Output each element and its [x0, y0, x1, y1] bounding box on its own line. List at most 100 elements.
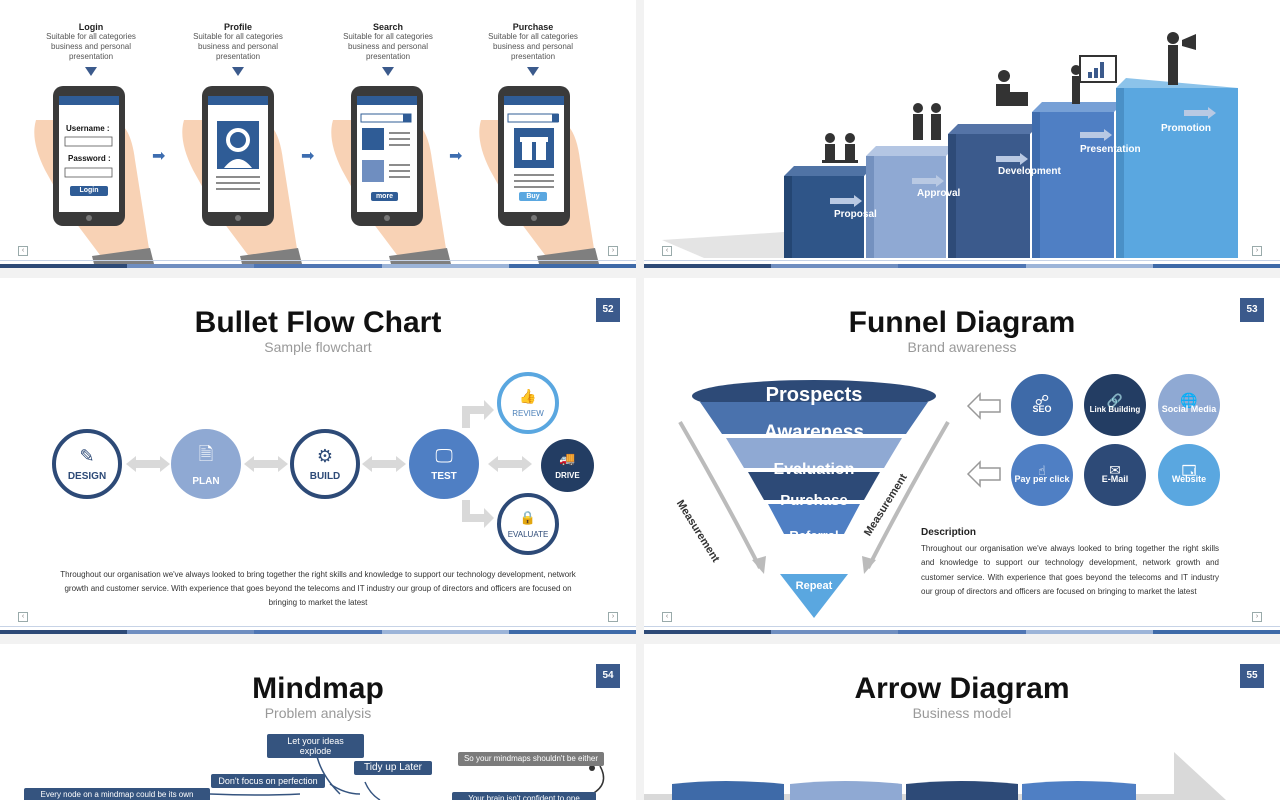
- step-desc-line: business and personal: [492, 42, 574, 51]
- mindmap-node: Every node on a mindmap could be its own: [24, 788, 210, 800]
- node-test: 🖵 TEST: [409, 429, 479, 499]
- step-desc-line: Suitable for all categories: [488, 32, 578, 41]
- node-design: ✎ DESIGN: [52, 429, 122, 499]
- mail-icon: ✉: [1109, 462, 1121, 478]
- next-slide-button[interactable]: ›: [1252, 246, 1262, 256]
- step-purchase: Purchase Suitable for all categories bus…: [463, 0, 603, 76]
- slide-title: Arrow Diagram: [854, 672, 1070, 705]
- step-desc-line: presentation: [510, 52, 556, 61]
- node-build: ⚙ BUILD: [290, 429, 360, 499]
- gear-icon: ⚙: [316, 446, 334, 466]
- step-title: Login: [78, 22, 104, 32]
- funnel-level: Repeat: [795, 580, 833, 592]
- login-button[interactable]: Login: [70, 186, 108, 196]
- stair-label: Presentation: [1080, 144, 1141, 155]
- buy-button[interactable]: Buy: [519, 192, 547, 201]
- circle-link-building: 🔗 Link Building: [1084, 374, 1146, 436]
- node-evaluate: 🔒 EVALUATE: [497, 493, 559, 555]
- stair-label: Development: [998, 166, 1061, 177]
- funnel-level: Purchase: [780, 492, 848, 509]
- funnel-shape: [678, 380, 1001, 618]
- down-triangle-icon: [527, 67, 539, 76]
- stair-label: Promotion: [1161, 123, 1211, 134]
- page-number: 54: [596, 664, 620, 688]
- circle-email: ✉ E-Mail: [1084, 444, 1146, 506]
- slide-subtitle: Business model: [912, 705, 1012, 721]
- step-desc-line: Suitable for all categories: [46, 32, 136, 41]
- mindmap-node: Let your ideas explode: [267, 734, 364, 758]
- more-button[interactable]: more: [371, 192, 398, 201]
- mindmap-node: Don't focus on perfection: [211, 774, 325, 788]
- prev-slide-button[interactable]: ‹: [662, 246, 672, 256]
- divider: [644, 626, 1280, 627]
- step-desc-line: presentation: [215, 52, 261, 61]
- mindmap-node: Your brain isn't confident to one: [452, 792, 596, 800]
- page-number: 52: [596, 298, 620, 322]
- thumbs-up-icon: 👍: [519, 388, 537, 404]
- funnel-level: Awareness: [764, 422, 864, 443]
- next-slide-button[interactable]: ›: [1252, 612, 1262, 622]
- lock-icon: 🔒: [519, 509, 537, 525]
- slide-subtitle: Sample flowchart: [264, 339, 372, 355]
- slide-app-flow: Login Suitable for all categories busine…: [0, 0, 636, 268]
- cursor-icon: ☝: [1038, 463, 1046, 478]
- step-profile: Profile Suitable for all categories busi…: [168, 0, 308, 76]
- color-bar: [0, 630, 636, 634]
- circle-label: Website: [1171, 474, 1207, 484]
- node-label: TEST: [431, 471, 457, 482]
- step-desc-line: business and personal: [197, 42, 279, 51]
- color-bar: [0, 264, 636, 268]
- color-bar: [644, 264, 1280, 268]
- arrow-diagram-shape: [644, 752, 1226, 800]
- circle-label: E-Mail: [1101, 474, 1129, 484]
- slide-funnel: 53 Funnel Diagram Brand awareness Prospe…: [644, 278, 1280, 634]
- step-search: Search Suitable for all categories busin…: [318, 0, 458, 76]
- stair-label: Proposal: [834, 209, 877, 220]
- description-text: Throughout our organisation we've always…: [60, 570, 576, 607]
- funnel-level: Prospects: [765, 384, 863, 406]
- node-label: REVIEW: [512, 409, 544, 418]
- stair-label: Approval: [917, 188, 961, 199]
- next-slide-button[interactable]: ›: [608, 246, 618, 256]
- circle-pay-per-click: ☝ Pay per click: [1011, 444, 1073, 506]
- step-title: Profile: [223, 22, 252, 32]
- description-text: Throughout our organisation we've always…: [921, 544, 1219, 597]
- prev-slide-button[interactable]: ‹: [18, 612, 28, 622]
- stairs-illustration: [662, 32, 1238, 258]
- link-icon: 🔗: [1106, 393, 1124, 408]
- mindmap-node: Tidy up Later: [354, 761, 432, 775]
- slide-arrow-diagram: 55 Arrow Diagram Business model: [644, 644, 1280, 800]
- flow-connectors: [126, 400, 532, 528]
- slide-subtitle: Brand awareness: [907, 339, 1017, 355]
- node-label: EVALUATE: [507, 529, 549, 539]
- node-plan: 🗎 PLAN: [171, 429, 241, 499]
- slide-title: Funnel Diagram: [848, 306, 1076, 339]
- circle-seo: ☍ SEO: [1011, 374, 1073, 436]
- password-label: Password :: [68, 154, 111, 163]
- node-label: BUILD: [309, 471, 341, 482]
- prev-slide-button[interactable]: ‹: [662, 612, 672, 622]
- circle-label: Pay per click: [1014, 474, 1070, 484]
- truck-icon: 🚚: [559, 451, 576, 466]
- step-login: Login Suitable for all categories busine…: [21, 0, 161, 76]
- divider: [644, 260, 1280, 261]
- pencil-icon: ✎: [79, 446, 95, 466]
- right-arrow-icon: ➡: [152, 148, 166, 165]
- step-desc-line: presentation: [365, 52, 411, 61]
- step-title: Purchase: [512, 22, 554, 32]
- slide-mindmap: 54 Mindmap Problem analysis Let your ide…: [0, 644, 636, 800]
- next-slide-button[interactable]: ›: [608, 612, 618, 622]
- node-drive: 🚚 DRIVE: [541, 439, 594, 492]
- right-arrow-icon: ➡: [449, 148, 463, 165]
- description-title: Description: [921, 527, 977, 538]
- node-label: DRIVE: [555, 471, 580, 480]
- prev-slide-button[interactable]: ‹: [18, 246, 28, 256]
- step-title: Search: [372, 22, 404, 32]
- step-desc-line: Suitable for all categories: [193, 32, 283, 41]
- mindmap-node: So your mindmaps shouldn't be either: [458, 752, 604, 766]
- down-triangle-icon: [85, 67, 97, 76]
- page-number: 53: [1240, 298, 1264, 322]
- down-triangle-icon: [232, 67, 244, 76]
- page-number: 55: [1240, 664, 1264, 688]
- circle-label: SEO: [1032, 404, 1052, 414]
